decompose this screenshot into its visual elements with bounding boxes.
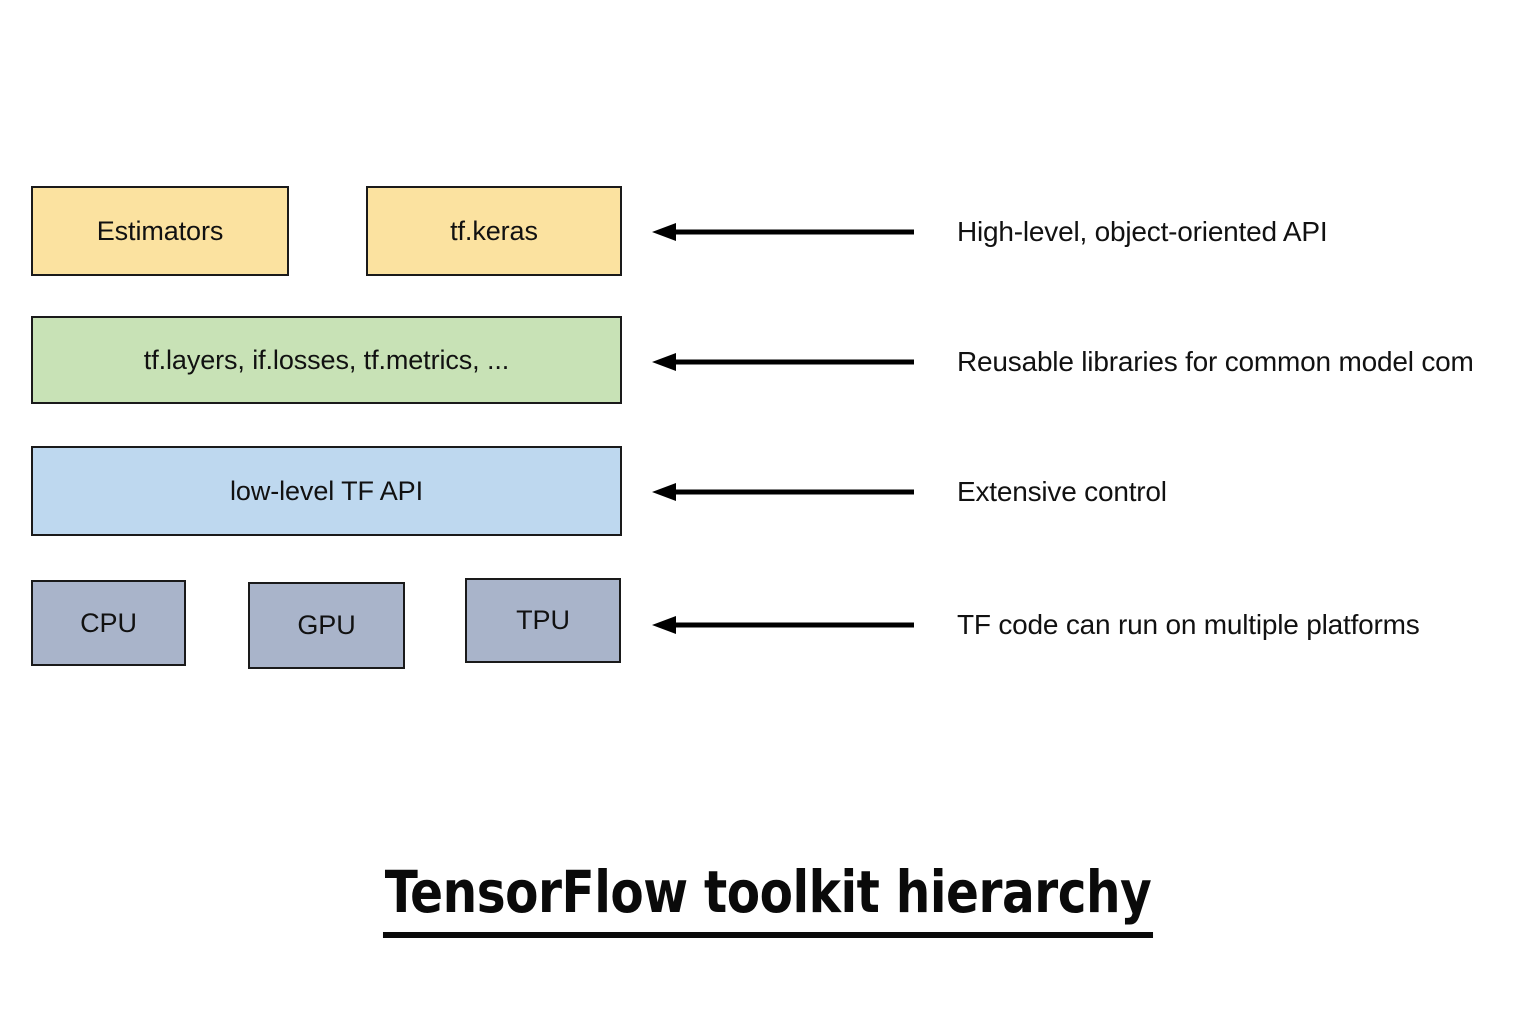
diagram-title: TensorFlow toolkit hierarchy: [54, 858, 1482, 938]
block-estimators[interactable]: Estimators: [31, 186, 289, 276]
left-arrow-icon-reusable-libraries: [652, 349, 914, 375]
annotation-hardware-platforms: TF code can run on multiple platforms: [957, 609, 1420, 640]
block-low-level-tf-api[interactable]: low-level TF API: [31, 446, 622, 536]
block-low-level-tf-api-label: low-level TF API: [230, 475, 423, 506]
annotation-low-level-api: Extensive control: [957, 476, 1167, 507]
block-gpu[interactable]: GPU: [248, 582, 405, 669]
block-reusable-libraries[interactable]: tf.layers, if.losses, tf.metrics, ...: [31, 316, 622, 404]
annotation-high-level-api: High-level, object-oriented API: [957, 216, 1328, 247]
block-tf-keras[interactable]: tf.keras: [366, 186, 622, 276]
left-arrow-icon-hardware-platforms: [652, 612, 914, 638]
diagram-title-text: TensorFlow toolkit hierarchy: [382, 858, 1154, 938]
left-arrow-icon-low-level-api: [652, 479, 914, 505]
block-reusable-libraries-label: tf.layers, if.losses, tf.metrics, ...: [143, 344, 510, 375]
block-estimators-label: Estimators: [96, 215, 224, 246]
left-arrow-icon-high-level-api: [652, 219, 914, 245]
block-cpu-label: CPU: [80, 607, 137, 638]
block-tpu-label: TPU: [516, 605, 570, 635]
block-tpu[interactable]: TPU: [465, 578, 621, 663]
block-gpu-label: GPU: [297, 610, 356, 640]
block-cpu[interactable]: CPU: [31, 580, 186, 666]
annotation-reusable-libraries: Reusable libraries for common model com: [957, 346, 1474, 377]
block-tf-keras-label: tf.keras: [450, 215, 538, 246]
